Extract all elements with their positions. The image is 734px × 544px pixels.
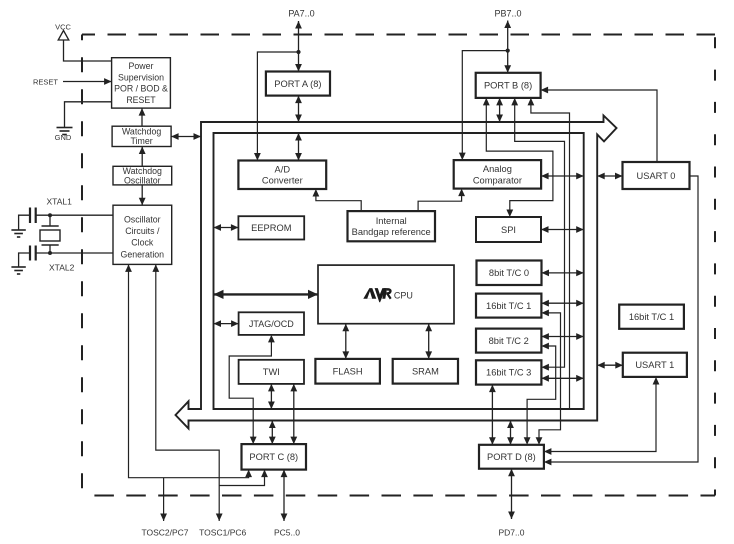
svg-text:16bit T/C 3: 16bit T/C 3 bbox=[486, 368, 531, 378]
svg-text:Circuits /: Circuits / bbox=[125, 226, 160, 236]
svg-text:RESET: RESET bbox=[126, 95, 156, 105]
svg-text:TOSC2/PC7: TOSC2/PC7 bbox=[141, 528, 188, 538]
svg-text:Analog: Analog bbox=[483, 164, 512, 174]
svg-text:PORT A (8): PORT A (8) bbox=[274, 79, 321, 89]
svg-text:8bit T/C 0: 8bit T/C 0 bbox=[489, 268, 529, 278]
svg-text:Generation: Generation bbox=[121, 249, 165, 259]
svg-text:16bit T/C 1: 16bit T/C 1 bbox=[629, 312, 674, 322]
svg-text:Oscillator: Oscillator bbox=[124, 215, 161, 225]
svg-text:USART 1: USART 1 bbox=[635, 360, 674, 370]
svg-text:PC5..0: PC5..0 bbox=[274, 528, 300, 538]
svg-text:A/D: A/D bbox=[275, 164, 291, 174]
svg-text:PD7..0: PD7..0 bbox=[499, 528, 525, 538]
svg-text:16bit T/C 1: 16bit T/C 1 bbox=[486, 301, 531, 311]
svg-text:PORT C (8): PORT C (8) bbox=[249, 452, 298, 462]
svg-text:CPU: CPU bbox=[394, 291, 413, 301]
svg-text:Clock: Clock bbox=[131, 238, 154, 248]
svg-text:GND: GND bbox=[55, 133, 72, 142]
svg-text:XTAL1: XTAL1 bbox=[47, 197, 73, 207]
svg-text:Watchdog: Watchdog bbox=[122, 127, 161, 137]
svg-text:TOSC1/PC6: TOSC1/PC6 bbox=[199, 528, 246, 538]
svg-text:8bit T/C 2: 8bit T/C 2 bbox=[489, 336, 529, 346]
svg-text:Comparator: Comparator bbox=[473, 175, 522, 185]
svg-text:POR / BOD &: POR / BOD & bbox=[114, 84, 168, 94]
svg-text:FLASH: FLASH bbox=[333, 367, 363, 377]
svg-text:Power: Power bbox=[129, 61, 154, 71]
svg-text:VCC: VCC bbox=[55, 23, 71, 32]
svg-text:Converter: Converter bbox=[262, 176, 303, 186]
svg-text:Bandgap reference: Bandgap reference bbox=[352, 227, 431, 237]
svg-text:Oscillator: Oscillator bbox=[124, 175, 161, 185]
svg-text:EEPROM: EEPROM bbox=[251, 223, 291, 233]
svg-text:SPI: SPI bbox=[501, 225, 516, 235]
svg-text:PORT B (8): PORT B (8) bbox=[484, 81, 532, 91]
svg-text:Internal: Internal bbox=[376, 216, 407, 226]
svg-text:PA7..0: PA7..0 bbox=[288, 9, 314, 19]
svg-text:USART 0: USART 0 bbox=[637, 171, 676, 181]
svg-text:Timer: Timer bbox=[131, 136, 153, 146]
svg-text:PB7..0: PB7..0 bbox=[494, 9, 521, 19]
svg-text:PORT D (8): PORT D (8) bbox=[487, 452, 536, 462]
svg-text:TWI: TWI bbox=[263, 367, 280, 377]
svg-text:Supervision: Supervision bbox=[118, 72, 164, 82]
svg-text:RESET: RESET bbox=[33, 78, 58, 87]
svg-text:Watchdog: Watchdog bbox=[123, 166, 162, 176]
svg-text:XTAL2: XTAL2 bbox=[49, 263, 75, 273]
svg-text:SRAM: SRAM bbox=[412, 367, 439, 377]
svg-text:JTAG/OCD: JTAG/OCD bbox=[249, 319, 294, 329]
